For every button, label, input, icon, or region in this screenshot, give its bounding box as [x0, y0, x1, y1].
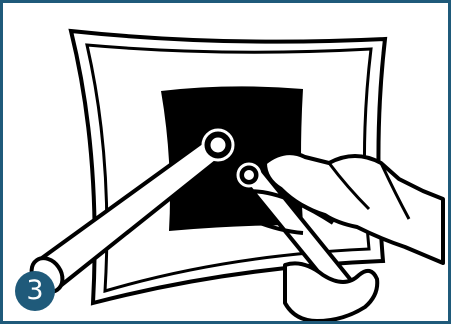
illustration [3, 3, 448, 321]
step-number-badge: 3 [15, 271, 55, 311]
